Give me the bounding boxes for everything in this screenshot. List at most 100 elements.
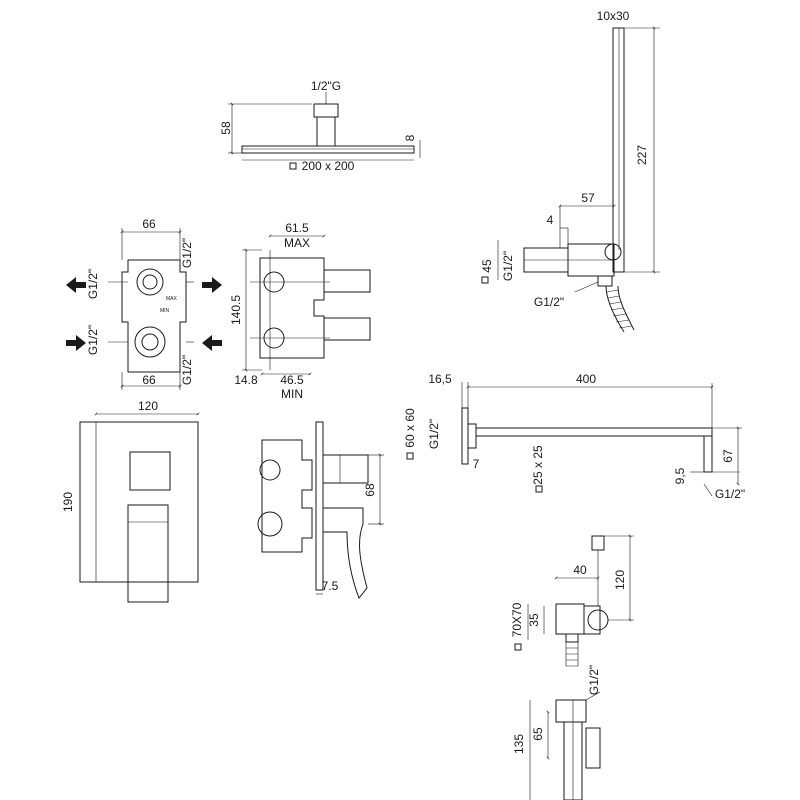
elbow-hose-stub (565, 642, 579, 667)
dim-66-top-label: 66 (142, 217, 156, 231)
valve-thread-top-right: G1/2" (180, 238, 194, 268)
valve-side-cartridge-bottom (323, 317, 371, 341)
valve-thread-bottom-right: G1/2" (180, 355, 194, 385)
arrow-in-left-icon (66, 335, 86, 351)
dim-7-5-label: 7.5 (322, 579, 339, 593)
dim-227-label: 227 (635, 145, 649, 165)
head-shower-thread-label: 1/2"G (311, 79, 341, 93)
hand-shower-handle (612, 27, 625, 273)
shower-hose (605, 285, 635, 333)
valve-side-cartridge-top (323, 269, 371, 293)
dim-120b-label: 120 (613, 570, 627, 590)
elbow-connector (565, 633, 579, 643)
dim-400-label: 400 (576, 372, 596, 386)
hand-shower-section-label: 10x30 (597, 9, 630, 23)
hand-shower-view: 10x30 227 57 4 45 G1/2" G1/2" (480, 9, 660, 333)
shower-arm-section-label: 25 x 25 (531, 445, 545, 485)
shower-arm-thread-label: G1/2" (427, 419, 441, 449)
square-symbol-icon-5 (514, 643, 522, 651)
lower-elbow-thread-leader (585, 691, 601, 701)
shower-arm-outlet (703, 435, 713, 473)
shower-arm-tube (475, 427, 713, 437)
lower-elbow-thread-label: G1/2" (587, 665, 601, 695)
square-symbol-icon-2 (481, 276, 489, 284)
dim-46-5-label: 46.5 (280, 373, 304, 387)
mixer-knob (322, 454, 369, 484)
valve-mark-min: MIN (160, 308, 170, 314)
outlet-thread-leader (703, 483, 713, 497)
mixer-lever (322, 507, 368, 599)
shower-arm-view: 16,5 400 60 x 60 G1/2" 25 x 25 7 67 9,5 … (403, 372, 745, 501)
valve-top-port (136, 268, 164, 296)
valve-thread-bottom-left: G1/2" (86, 325, 100, 355)
dim-35-label: 35 (527, 613, 541, 627)
dim-8-label: 8 (403, 134, 417, 141)
hose-connector-leader (574, 281, 599, 293)
shower-arm-flange (461, 407, 469, 465)
dim-68-label: 68 (363, 483, 377, 497)
mixer-wall-plate (315, 421, 324, 591)
dim-45-label: 45 (480, 259, 494, 273)
dim-67-label: 67 (721, 449, 735, 463)
head-shower-plate (241, 145, 415, 154)
lower-elbow-view: G1/2" 135 65 (512, 665, 601, 800)
dim-65-label: 65 (531, 727, 545, 741)
dim-135-label: 135 (512, 734, 526, 754)
dim-66-bottom-label: 66 (142, 373, 156, 387)
mixer-bottom-port (257, 511, 283, 537)
head-shower-connector (316, 116, 336, 147)
dim-16-5-label: 16,5 (428, 372, 452, 386)
square-symbol-icon (289, 162, 297, 170)
dim-40-label: 40 (573, 563, 587, 577)
lower-elbow-plate (555, 699, 587, 723)
dim-140-5-label: 140.5 (229, 295, 243, 325)
cover-plate-inner (95, 421, 199, 583)
hose-connector (597, 275, 613, 287)
outlet-elbow-view: 120 40 70X70 35 (510, 534, 634, 667)
shower-arm-outlet-thread: G1/2" (715, 487, 745, 501)
mixer-top-port (259, 459, 281, 481)
dim-120-label: 120 (138, 399, 158, 413)
cover-plate-view: 120 190 (61, 399, 200, 603)
valve-bottom-port (134, 326, 166, 358)
lower-elbow-outlet (585, 727, 601, 769)
elbow-body (583, 605, 601, 635)
dim-min-label: MIN (281, 387, 303, 401)
hand-shower-thread-bottom: G1/2" (534, 295, 564, 309)
valve-front-view: MAX MIN G1/2" G1/2" G1/2" G1/2" 66 66 (66, 217, 222, 390)
dim-57-label: 57 (581, 191, 595, 205)
shower-arm-fitting (467, 423, 477, 449)
dim-4-label: 4 (547, 213, 554, 227)
shower-arm-flange-label: 60 x 60 (403, 408, 417, 448)
cover-plate-lever (127, 504, 169, 603)
square-symbol-icon-4 (535, 485, 543, 493)
head-shower-view: 58 8 1/2"G 200 x 200 (219, 79, 421, 173)
elbow-top-fitting (591, 535, 605, 551)
dim-9-5-label: 9,5 (673, 467, 687, 484)
valve-top-port-inner (142, 274, 158, 290)
elbow-wall-plate (555, 603, 585, 635)
arrow-out-right-icon (202, 277, 222, 293)
mixer-side-view: 68 7.5 (257, 421, 384, 599)
dim-14-8-label: 14.8 (234, 373, 258, 387)
dim-61-5-label: 61.5 (285, 221, 309, 235)
valve-mark-max: MAX (166, 296, 178, 302)
valve-thread-top-left: G1/2" (86, 269, 100, 299)
head-shower-size-label: 200 x 200 (302, 159, 355, 173)
arrow-in-right-icon (202, 335, 222, 351)
dim-max-label: MAX (284, 236, 310, 250)
cover-plate (79, 421, 199, 583)
cover-plate-knob (129, 451, 171, 491)
hand-shower-thread-top: G1/2" (501, 251, 515, 281)
square-symbol-icon-3 (406, 452, 414, 460)
dim-190-label: 190 (61, 492, 75, 512)
elbow-plate-label: 70X70 (510, 602, 524, 637)
valve-bottom-port-inner (141, 333, 159, 351)
dim-58-label: 58 (219, 121, 233, 135)
head-shower-nut (313, 103, 339, 118)
mixer-side-body (261, 439, 313, 553)
arrow-out-left-icon (66, 277, 86, 293)
valve-side-view: 61.5 MAX 140.5 14.8 46.5 MIN (229, 221, 371, 401)
elbow-outlet-ring (587, 609, 609, 631)
